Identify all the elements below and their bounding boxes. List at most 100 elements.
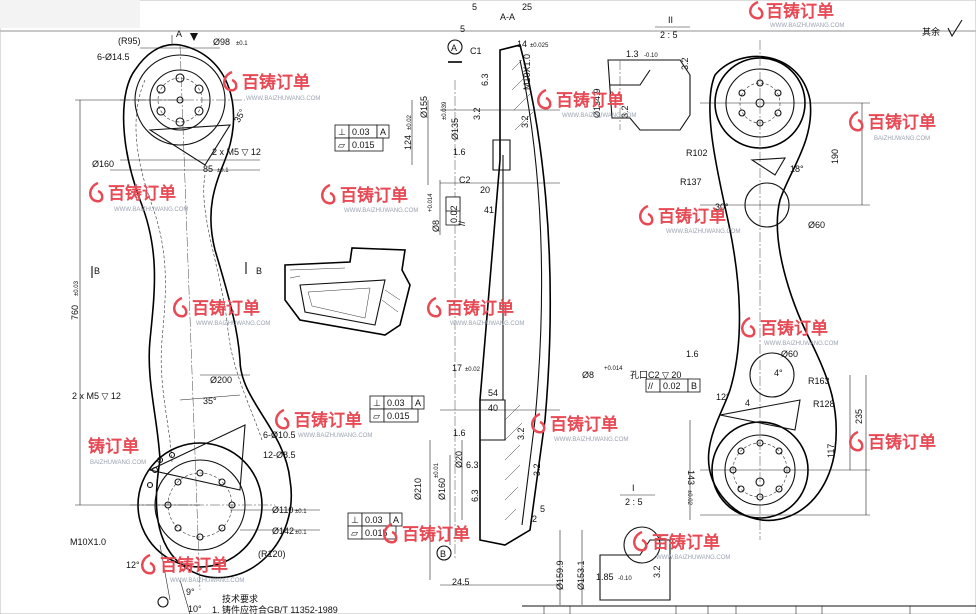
watermark-17: 百铸订单 WWW.BAIZHUWANG.COM: [141, 553, 244, 584]
dim-c2-b: 孔口C2 ▽ 20: [630, 370, 681, 380]
dim-5-top: 5: [472, 2, 477, 12]
gtol-perp3-val: 0.03: [365, 515, 383, 525]
arm-outline-right: [707, 55, 838, 522]
dim-17: 17: [452, 363, 462, 373]
watermark-1: 百铸订单 WWW.BAIZHUWANG.COM: [749, 0, 844, 29]
svg-text:百铸订单: 百铸订单: [760, 318, 828, 339]
svg-text:百铸订单: 百铸订单: [340, 185, 408, 206]
datum-a-top-label: A: [451, 43, 457, 53]
detail-i-profile: [599, 539, 671, 601]
watermark-14: 铸订单 BAIZHUWANG.COM: [88, 436, 146, 466]
svg-text:百铸订单: 百铸订单: [108, 183, 176, 204]
section-b-cavity: [307, 287, 371, 319]
dim-41: 41: [484, 205, 494, 215]
roughness-symbol: [947, 19, 963, 38]
dim-1-85-tol: -0.10: [618, 576, 632, 582]
gtol-frame-par-1: // 0.02: [445, 196, 467, 226]
dim-143: 143: [686, 470, 696, 485]
dim-14: 14: [517, 39, 527, 49]
dim-3-2-i: 3.2: [652, 565, 662, 578]
gtol-frame-par-2: // 0.02 B: [645, 378, 701, 393]
dim-r137: R137: [680, 177, 702, 187]
dim-1-3: 1.3: [626, 49, 639, 59]
dim-r120: (R120): [258, 549, 286, 559]
watermark-12: 百铸订单 WWW.BAIZHUWANG.COM: [531, 412, 628, 443]
dim-phi110-tol: ±0.1: [295, 509, 307, 515]
dim-phi110: Ø110: [272, 505, 293, 515]
svg-text:百铸订单: 百铸订单: [446, 298, 514, 319]
gtol-frame-3: ⊥ 0.03 A ▱ 0.015: [347, 512, 403, 540]
watermark-16: 百铸订单 WWW.BAIZHUWANG.COM: [633, 530, 730, 561]
dim-phi20: Ø20: [454, 451, 464, 468]
dim-24-5: 24.5: [452, 577, 470, 587]
gtol-flat1-val: 0.015: [352, 140, 375, 150]
dim-angle-10: 10°: [188, 604, 202, 614]
dim-190: 190: [830, 149, 840, 164]
svg-text:WWW.BAIZHUWANG.COM: WWW.BAIZHUWANG.COM: [450, 321, 524, 327]
detail-i-roman: I: [632, 483, 635, 493]
svg-text:⊥: ⊥: [338, 127, 346, 137]
dim-54: 54: [488, 388, 498, 398]
svg-text:BAIZHUWANG.COM: BAIZHUWANG.COM: [874, 136, 930, 142]
dim-4-right: 4: [745, 398, 750, 408]
dim-m10: M10X1.0: [70, 537, 106, 547]
section-b-b-view: [284, 247, 411, 336]
dim-1-85: 1.85: [596, 572, 614, 582]
svg-text:WWW.BAIZHUWANG.COM: WWW.BAIZHUWANG.COM: [764, 341, 838, 347]
watermark-11: 百铸订单 WWW.BAIZHUWANG.COM: [275, 408, 372, 439]
tech-req-title: 技术要求: [222, 593, 258, 604]
dim-phi98: Ø98: [213, 37, 230, 47]
svg-text:WWW.BAIZHUWANG.COM: WWW.BAIZHUWANG.COM: [196, 321, 270, 327]
dim-phi8-b-tol: +0.014: [604, 366, 623, 372]
dim-6-3-c: 6.3: [470, 489, 480, 502]
dim-30-deg: 30°: [715, 202, 729, 212]
detail-i-circle: [623, 526, 661, 564]
dim-6-3-a: 6.3: [480, 73, 490, 86]
svg-text:百铸订单: 百铸订单: [868, 112, 936, 133]
svg-text:百铸订单: 百铸订单: [550, 414, 618, 435]
dim-m10x1: M10X1.0: [522, 54, 532, 90]
dim-117: 117: [826, 444, 836, 458]
dim-m5-top: 2 x M5 ▽ 12: [212, 147, 261, 157]
gtol-perp1-val: 0.03: [352, 127, 370, 137]
dim-holes-6: 6-Ø14.5: [97, 52, 130, 62]
dim-phi155-tol: ±0.039: [442, 101, 448, 120]
bottom-hub-pocket: [148, 424, 246, 491]
surface-finish-note: 其余: [922, 26, 940, 37]
gtol-flat3-val: 0.015: [365, 528, 388, 538]
dim-2: 2: [532, 514, 537, 524]
right-view: [689, 40, 870, 540]
dim-phi134-9: Ø134.9: [592, 88, 602, 118]
detail-i-scale: 2 : 5: [625, 497, 643, 507]
svg-text:百铸订单: 百铸订单: [652, 532, 720, 553]
svg-text:百铸订单: 百铸订单: [658, 206, 726, 227]
section-b-inner: [299, 279, 386, 326]
svg-text:A: A: [380, 127, 386, 137]
svg-text:WWW.BAIZHUWANG.COM: WWW.BAIZHUWANG.COM: [246, 96, 320, 102]
watermark-3: 百铸订单 WWW.BAIZHUWANG.COM: [537, 88, 636, 119]
watermark-10: 百铸订单 WWW.BAIZHUWANG.COM: [741, 316, 838, 347]
dim-85-tol: ±0.1: [217, 168, 229, 174]
dim-r128: R128: [813, 399, 835, 409]
svg-text:▱: ▱: [338, 140, 345, 150]
left-view-centerline: [179, 44, 201, 591]
svg-text:WWW.BAIZHUWANG.COM: WWW.BAIZHUWANG.COM: [298, 433, 372, 439]
dim-holes-6b: 6-Ø10.5: [263, 430, 296, 440]
dim-6-3-b: 6.3: [466, 460, 479, 470]
dim-40: 40: [488, 403, 498, 413]
arm-inner-edge-right: [203, 174, 263, 441]
dim-143-tol: ±0.02: [686, 490, 692, 506]
dim-235: 235: [854, 409, 864, 424]
dim-85: 85: [203, 164, 213, 174]
svg-text:百铸订单: 百铸订单: [242, 72, 310, 93]
svg-text:⊥: ⊥: [373, 398, 381, 408]
svg-text:百铸订单: 百铸订单: [160, 555, 228, 576]
dim-r95: (R95): [118, 36, 141, 46]
watermark-15: 百铸订单: [383, 522, 470, 545]
dim-angle-12-right: 12°: [716, 392, 730, 402]
section-label-aa: A-A: [500, 12, 515, 22]
section-a-a-view: A B: [411, 39, 560, 586]
dim-m5-bottom: 2 x M5 ▽ 12: [72, 391, 121, 401]
watermark-2: 百铸订单 WWW.BAIZHUWANG.COM: [223, 70, 320, 102]
svg-text:A: A: [415, 398, 421, 408]
